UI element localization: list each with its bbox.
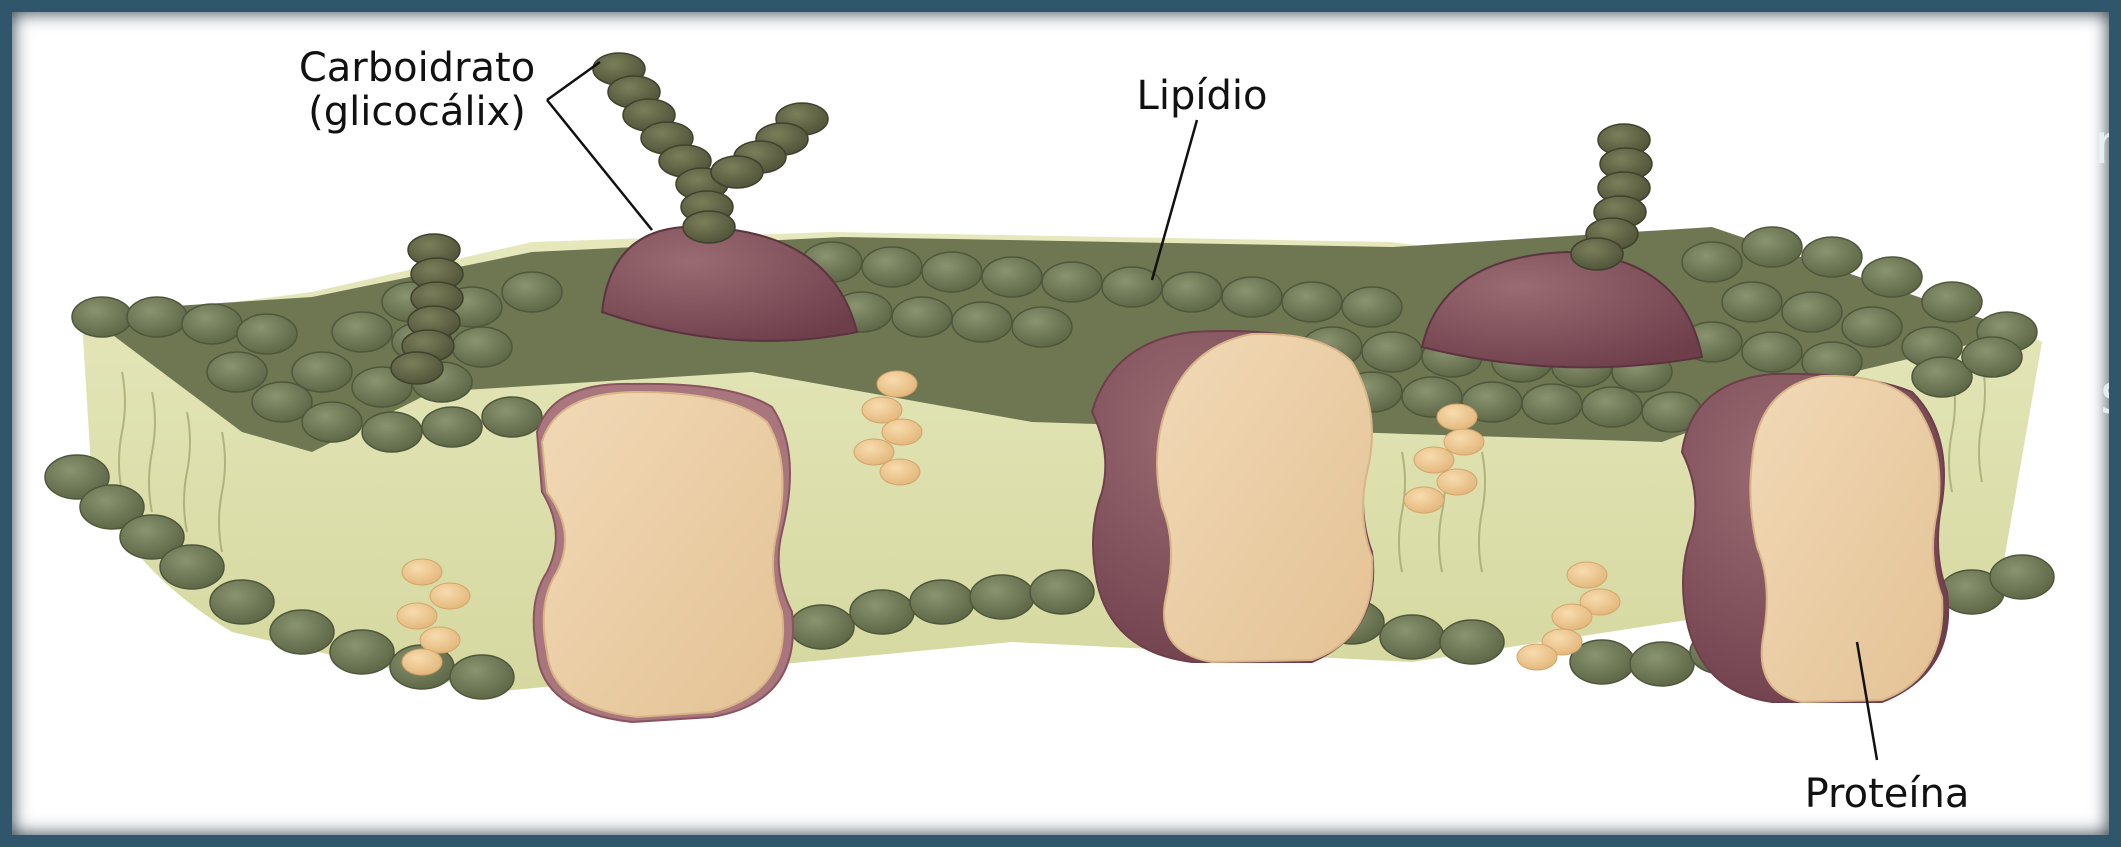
label-carbohydrate: Carboidrato (glicocálix) xyxy=(282,46,552,134)
edge-fragment-top: n xyxy=(2094,112,2121,177)
label-lipid: Lipídio xyxy=(1122,74,1282,118)
transmembrane-protein-middle xyxy=(1092,331,1373,662)
label-protein: Proteína xyxy=(1787,772,1987,816)
label-carbohydrate-line1: Carboidrato xyxy=(282,46,552,90)
transmembrane-protein-right xyxy=(1682,374,1948,702)
carbohydrate-chain-branched xyxy=(593,53,828,243)
cell-membrane-diagram xyxy=(12,12,2121,847)
transmembrane-protein-left xyxy=(534,384,793,722)
edge-fragment-bottom: s xyxy=(2100,362,2121,427)
label-carbohydrate-line2: (glicocálix) xyxy=(282,90,552,134)
